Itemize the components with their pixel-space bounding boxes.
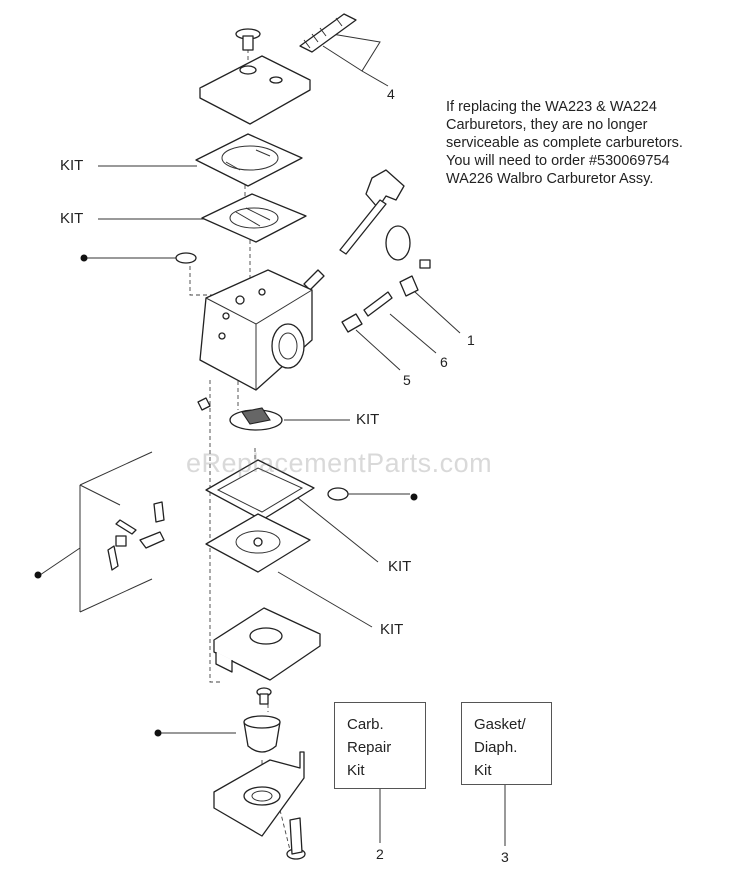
box-line: Gasket/ [474,716,526,733]
callout-6: 6 [440,354,448,370]
replacement-note: If replacing the WA223 & WA224 Carbureto… [446,98,683,188]
adjust-needle-icon [299,13,357,53]
kit-label-2: KIT [60,210,84,227]
pump-cover-icon [199,55,311,125]
box-line: Diaph. [474,739,518,756]
welch-plug-right-icon [327,487,349,501]
kit-label-5: KIT [380,621,404,638]
shaft-seal-icon [229,407,283,431]
note-line: You will need to order #530069754 [446,153,670,169]
throttle-screw-icon [419,259,431,269]
note-line: Carburetors, they are no longer [446,117,648,133]
welch-plug-top-icon [175,252,197,264]
metering-diaphragm-icon [205,513,311,573]
box-line: Repair [347,739,392,756]
note-line: serviceable as complete carburetors. [446,135,683,151]
leader-6 [389,313,437,354]
bullet-dot-left [34,571,42,579]
bullet-dot-bottom [154,729,162,737]
box-line: Kit [474,762,492,779]
leader-kit-4 [297,497,379,563]
primer-retainer-icon [213,751,305,837]
metering-gasket-icon [205,459,315,521]
bottom-screw-icon [286,817,306,860]
throttle-shaft-icon [303,169,405,291]
callout-1: 1 [467,332,475,348]
callout-4: 4 [387,86,395,102]
box-line: Carb. [347,716,384,733]
callout-3: 3 [501,849,509,865]
primer-bulb-icon [243,715,281,753]
pump-diaphragm-icon [201,193,307,243]
linkage-parts-icon [107,501,165,571]
gasket-diaph-kit-box: Gasket/ Diaph. Kit [461,702,552,785]
callout-5: 5 [403,372,411,388]
needle-assembly-icon [341,291,393,333]
callout-2: 2 [376,846,384,862]
leader-5 [355,329,401,371]
watermark: eReplacementParts.com [186,448,493,478]
metering-cover-icon [213,607,321,681]
leader-bracket [39,451,153,613]
throttle-plate-icon [385,225,411,261]
box-line: Kit [347,762,365,779]
kit-label-1: KIT [60,157,84,174]
leader-1 [414,291,461,334]
kit-label-4: KIT [388,558,412,575]
note-line: WA226 Walbro Carburetor Assy. [446,171,654,187]
carb-repair-kit-box: Carb. Repair Kit [334,702,426,789]
leader-4 [322,33,389,87]
small-screw-icon [197,397,211,411]
cover-screw-icon [256,687,272,705]
kit-label-3: KIT [356,411,380,428]
bullet-dot-right [410,493,418,501]
pump-gasket-icon [195,133,303,187]
bullet-dot-top [80,254,88,262]
carb-body-icon [199,269,313,391]
limiter-cap-icon [399,275,419,297]
top-screw-icon [235,28,261,51]
leader-kit-5 [277,571,373,628]
note-line: If replacing the WA223 & WA224 [446,99,657,115]
